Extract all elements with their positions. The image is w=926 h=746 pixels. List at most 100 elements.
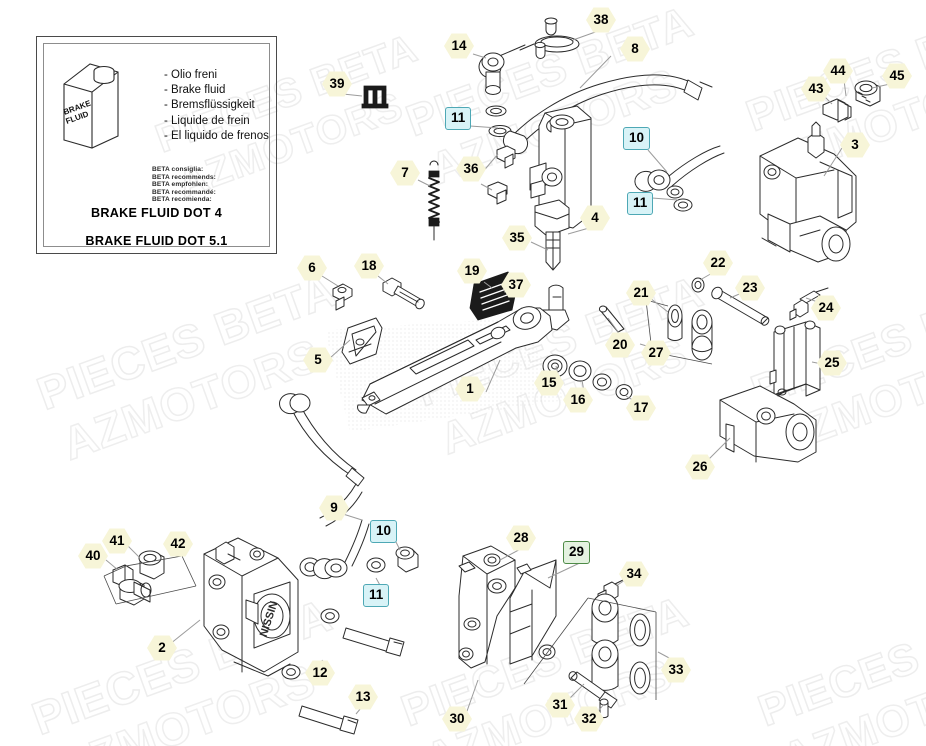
callout-23[interactable]: 23 [735,275,765,301]
callout-20[interactable]: 20 [605,332,635,358]
part-26-caliper-bracket [720,386,816,462]
callout-25[interactable]: 25 [817,350,847,376]
callout-label: 29 [569,544,585,560]
part-33-pistons-seals [524,594,656,700]
brake-fluid-legend: BRAKE FLUID - Olio freni - Brake fluid -… [36,36,277,254]
callout-35[interactable]: 35 [502,225,532,251]
callout-36[interactable]: 36 [456,156,486,182]
callout-label: 26 [692,458,708,474]
callout-7[interactable]: 7 [390,160,420,186]
fluid-name-it: - Olio freni [164,69,218,81]
callout-43[interactable]: 43 [801,76,831,102]
callout-34[interactable]: 34 [619,561,649,587]
callout-8[interactable]: 8 [620,36,650,62]
caliper-brand-text: NISSIN [258,600,281,639]
callout-45[interactable]: 45 [882,63,912,89]
callout-24[interactable]: 24 [811,295,841,321]
part-40-41-42-pins [104,551,196,605]
callout-13[interactable]: 13 [348,684,378,710]
callout-label: 45 [889,67,905,83]
callout-label: 21 [633,284,649,300]
callout-41[interactable]: 41 [102,528,132,554]
callout-33[interactable]: 33 [661,657,691,683]
part-11-washer-upper [489,126,511,137]
callout-15[interactable]: 15 [534,370,564,396]
callout-label: 19 [464,262,480,278]
callout-32[interactable]: 32 [574,706,604,732]
callout-42[interactable]: 42 [163,531,193,557]
spec-dot4: BRAKE FLUID DOT 4 [90,206,223,220]
callout-6[interactable]: 6 [297,255,327,281]
callout-label: 28 [513,529,529,545]
callout-18[interactable]: 18 [354,253,384,279]
callout-27[interactable]: 27 [641,340,671,366]
callout-label: 8 [631,40,639,56]
callout-label: 10 [629,130,645,146]
callout-1[interactable]: 1 [455,376,485,402]
watermark-pieces-beta: PIECES BETA [25,588,340,746]
callout-5[interactable]: 5 [303,347,333,373]
fluid-name-es: - El liquido de frenos [164,129,269,142]
callout-label: 44 [830,62,846,78]
fluid-name-en: - Brake fluid [164,84,226,97]
callout-40[interactable]: 40 [78,543,108,569]
callout-26[interactable]: 26 [685,454,715,480]
callout-label: 27 [648,344,664,360]
callout-label: 34 [626,565,642,581]
callout-3[interactable]: 3 [840,132,870,158]
callout-37[interactable]: 37 [501,272,531,298]
callout-11[interactable]: 11 [627,192,654,215]
callout-label: 17 [633,399,649,415]
fluid-name-list: - Olio freni - Brake fluid - Bremsflüssi… [164,68,269,144]
callout-38[interactable]: 38 [586,7,616,33]
callout-10[interactable]: 10 [370,520,398,543]
callout-label: 24 [818,299,834,315]
callout-31[interactable]: 31 [545,692,575,718]
callout-label: 9 [330,499,338,515]
callout-label: 35 [509,229,525,245]
watermark-pieces-beta: PIECES BETA [30,263,345,421]
part-29-30-brake-pads [510,560,556,664]
callout-label: 31 [552,696,568,712]
callout-22[interactable]: 22 [703,250,733,276]
callout-30[interactable]: 30 [442,706,472,732]
callout-11[interactable]: 11 [363,584,390,607]
callout-14[interactable]: 14 [444,33,474,59]
watermark-azmotors: AZMOTORS [775,649,926,746]
recommend-fr: BETA recommandé: [152,188,216,196]
fluid-name-de: - Bremsflüssigkeit [164,99,255,112]
callout-16[interactable]: 16 [563,387,593,413]
callout-2[interactable]: 2 [147,635,177,661]
recommend-es: BETA recomienda: [152,196,212,204]
callout-label: 42 [170,535,186,551]
callout-label: 22 [710,254,726,270]
part-12-13-bolts [282,628,404,734]
callout-9[interactable]: 9 [319,495,349,521]
callout-12[interactable]: 12 [305,660,335,686]
callout-19[interactable]: 19 [457,258,487,284]
callout-label: 13 [355,688,371,704]
callout-label: 23 [742,279,758,295]
callout-28[interactable]: 28 [506,525,536,551]
callout-11[interactable]: 11 [445,107,472,130]
callout-44[interactable]: 44 [823,58,853,84]
part-34-bleed-nipple [598,580,623,612]
callout-label: 32 [581,710,597,726]
part-6-bracket-bolt [333,284,352,310]
callout-10[interactable]: 10 [623,127,651,150]
callout-label: 38 [593,11,609,27]
callout-label: 11 [369,587,384,603]
watermark-pieces-beta: PIECES BETA [394,586,695,737]
callout-39[interactable]: 39 [322,71,352,97]
callout-label: 36 [463,160,479,176]
callout-29[interactable]: 29 [563,541,591,564]
recommend-en: BETA recommends: [152,173,216,181]
part-35-push-rod [546,232,560,270]
callout-17[interactable]: 17 [626,395,656,421]
callout-4[interactable]: 4 [580,205,610,231]
callout-label: 25 [824,354,840,370]
watermark-azmotors: AZMOTORS [55,328,328,471]
part-36-bleed-screws [488,146,515,204]
callout-21[interactable]: 21 [626,280,656,306]
callout-label: 41 [109,532,125,548]
